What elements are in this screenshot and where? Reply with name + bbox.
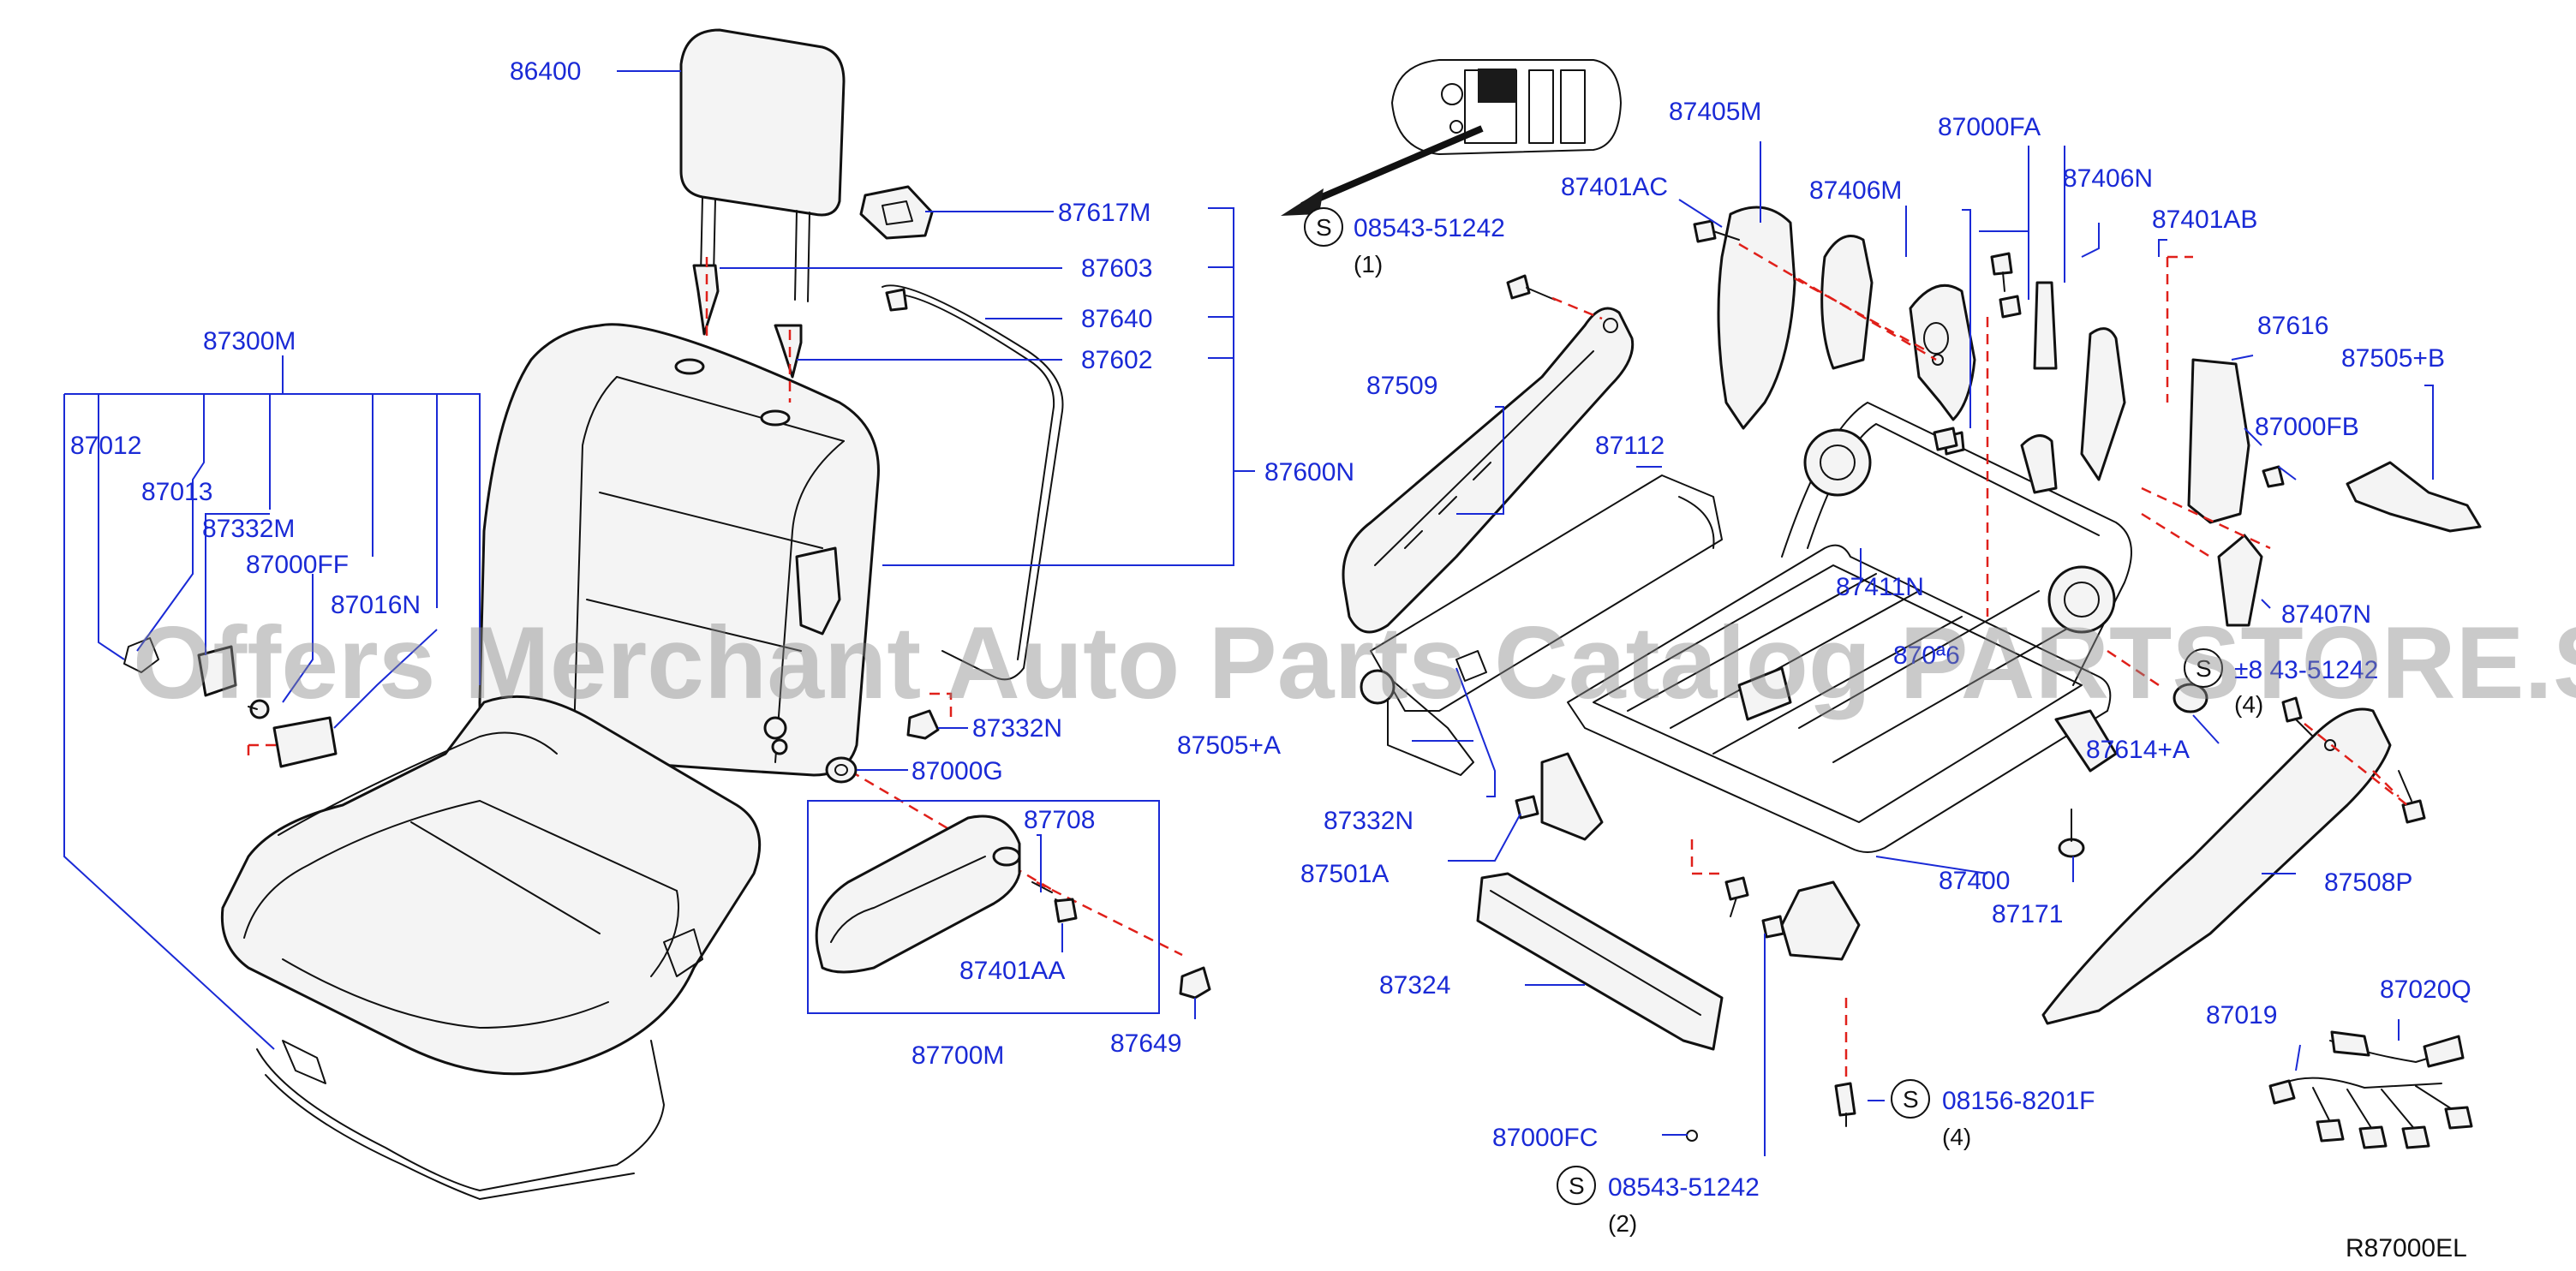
clip-87617M-drawing xyxy=(859,185,934,240)
label-87603[interactable]: 87603 xyxy=(1081,254,1152,283)
seat-back-drawing xyxy=(478,323,880,777)
label-87012[interactable]: 87012 xyxy=(70,432,141,460)
main-frame-87400-drawing xyxy=(1567,544,2112,853)
switch-87000FF-drawing xyxy=(272,716,338,768)
label-87406N[interactable]: 87406N xyxy=(2063,164,2153,193)
label-87405M[interactable]: 87405M xyxy=(1669,98,1761,126)
inset-locator-icon xyxy=(1281,59,1622,216)
part-labels: 86400 87617M 87603 87640 87602 87600N 87… xyxy=(70,57,2471,1152)
label-87006[interactable]: 870ª6 xyxy=(1893,641,1960,670)
label-87708[interactable]: 87708 xyxy=(1024,806,1095,834)
panel-87406N-drawing xyxy=(1909,283,1976,421)
screw-label-4: ±8 43-51242 xyxy=(2234,656,2378,684)
harness-87019-drawing xyxy=(2282,1077,2459,1131)
label-87000FA[interactable]: 87000FA xyxy=(1938,113,2041,141)
label-87400[interactable]: 87400 xyxy=(1939,867,2010,895)
leader-lines xyxy=(63,70,2434,1156)
label-87640[interactable]: 87640 xyxy=(1081,305,1152,333)
s-symbol-1: S xyxy=(1316,214,1332,241)
label-87171[interactable]: 87171 xyxy=(1992,900,2063,928)
label-87602[interactable]: 87602 xyxy=(1081,346,1152,374)
label-87649[interactable]: 87649 xyxy=(1110,1029,1181,1058)
screw-qty-4: (4) xyxy=(2234,691,2263,718)
screw-callout-3[interactable]: S 08156-8201F (4) xyxy=(1891,1079,2095,1150)
dashed-guides-right xyxy=(1551,242,2408,1083)
label-87020Q[interactable]: 87020Q xyxy=(2380,976,2471,1004)
label-87332N-b[interactable]: 87332N xyxy=(1324,807,1414,835)
label-87324[interactable]: 87324 xyxy=(1379,971,1450,999)
label-87614A[interactable]: 87614+A xyxy=(2086,736,2190,764)
label-87406M[interactable]: 87406M xyxy=(1809,176,1902,205)
label-87013[interactable]: 87013 xyxy=(141,478,212,506)
panel-87406M-drawing xyxy=(1820,235,1874,370)
label-87411N[interactable]: 87411N xyxy=(1836,573,1924,601)
back-panel-87640-drawing xyxy=(882,284,1064,681)
label-87509[interactable]: 87509 xyxy=(1366,372,1437,400)
seat-assembly-drawing xyxy=(123,28,1064,1200)
seat-base-drawing xyxy=(256,1040,665,1191)
label-87000G[interactable]: 87000G xyxy=(911,757,1003,785)
s-symbol-2: S xyxy=(1569,1173,1585,1199)
label-87616[interactable]: 87616 xyxy=(2257,312,2328,340)
screw-label-2: 08543-51242 xyxy=(1608,1173,1760,1202)
label-86400[interactable]: 86400 xyxy=(510,57,581,86)
label-87332N-a[interactable]: 87332N xyxy=(972,714,1062,743)
diagram-code: R87000EL xyxy=(2346,1234,2467,1262)
label-87501A[interactable]: 87501A xyxy=(1300,860,1389,888)
label-87508P[interactable]: 87508P xyxy=(2324,868,2412,897)
label-87505B[interactable]: 87505+B xyxy=(2341,344,2445,373)
label-87019[interactable]: 87019 xyxy=(2206,1001,2277,1029)
screw-label-3: 08156-8201F xyxy=(1942,1087,2095,1115)
screw-label-1: 08543-51242 xyxy=(1354,214,1505,242)
rail-cover-87324-drawing xyxy=(1476,872,1724,1051)
seatback-frame-drawing xyxy=(1781,402,2132,686)
label-87332M[interactable]: 87332M xyxy=(202,515,295,543)
trim-87508P-drawing xyxy=(2041,707,2392,1025)
armrest-87700M-drawing xyxy=(815,815,1021,974)
side-bracket-87509-drawing xyxy=(1342,307,1635,634)
label-87000FB[interactable]: 87000FB xyxy=(2255,413,2359,441)
label-87401AB[interactable]: 87401AB xyxy=(2152,206,2257,234)
label-87000FF[interactable]: 87000FF xyxy=(246,551,349,579)
side-cover-87405M-drawing xyxy=(1717,206,1796,430)
label-87000FC[interactable]: 87000FC xyxy=(1492,1124,1598,1152)
label-87401AA[interactable]: 87401AA xyxy=(959,957,1065,985)
s-symbol-4: S xyxy=(2196,655,2212,682)
label-87401AC[interactable]: 87401AC xyxy=(1561,173,1668,201)
headrest-drawing xyxy=(679,28,846,217)
seat-frame-drawing xyxy=(1281,59,2482,1149)
label-87600N[interactable]: 87600N xyxy=(1264,458,1354,486)
s-symbol-3: S xyxy=(1903,1086,1919,1113)
label-87505A[interactable]: 87505+A xyxy=(1177,731,1281,760)
screw-qty-2: (2) xyxy=(1608,1210,1637,1237)
bracket-87407N-drawing xyxy=(2217,534,2263,627)
screw-callouts: S 08543-51242 (1) S 08543-51242 (2) S 08… xyxy=(1304,207,2378,1237)
cover-87505B-drawing xyxy=(2346,461,2482,533)
cover-87616-drawing xyxy=(2187,358,2250,524)
label-87112[interactable]: 87112 xyxy=(1595,432,1665,460)
cover-87013-drawing xyxy=(197,645,237,697)
watermark-text: Offers Merchant Auto Parts Catalog PARTS… xyxy=(133,606,2576,720)
cross-frame-87112-drawing xyxy=(1370,474,1723,712)
label-87016N[interactable]: 87016N xyxy=(331,591,421,619)
label-87700M[interactable]: 87700M xyxy=(911,1041,1004,1070)
screw-callout-2[interactable]: S 08543-51242 (2) xyxy=(1557,1166,1760,1237)
screw-qty-1: (1) xyxy=(1354,251,1383,277)
screw-callout-4[interactable]: S ±8 43-51242 (4) xyxy=(2184,648,2378,718)
label-87617M[interactable]: 87617M xyxy=(1058,199,1151,227)
seat-cushion-drawing xyxy=(220,695,762,1076)
screw-callout-1[interactable]: S 08543-51242 (1) xyxy=(1304,207,1505,277)
armrest-drawing xyxy=(807,709,1211,1014)
label-87407N[interactable]: 87407N xyxy=(2281,600,2371,629)
screw-qty-3: (4) xyxy=(1942,1124,1971,1150)
label-87300M[interactable]: 87300M xyxy=(203,327,296,355)
